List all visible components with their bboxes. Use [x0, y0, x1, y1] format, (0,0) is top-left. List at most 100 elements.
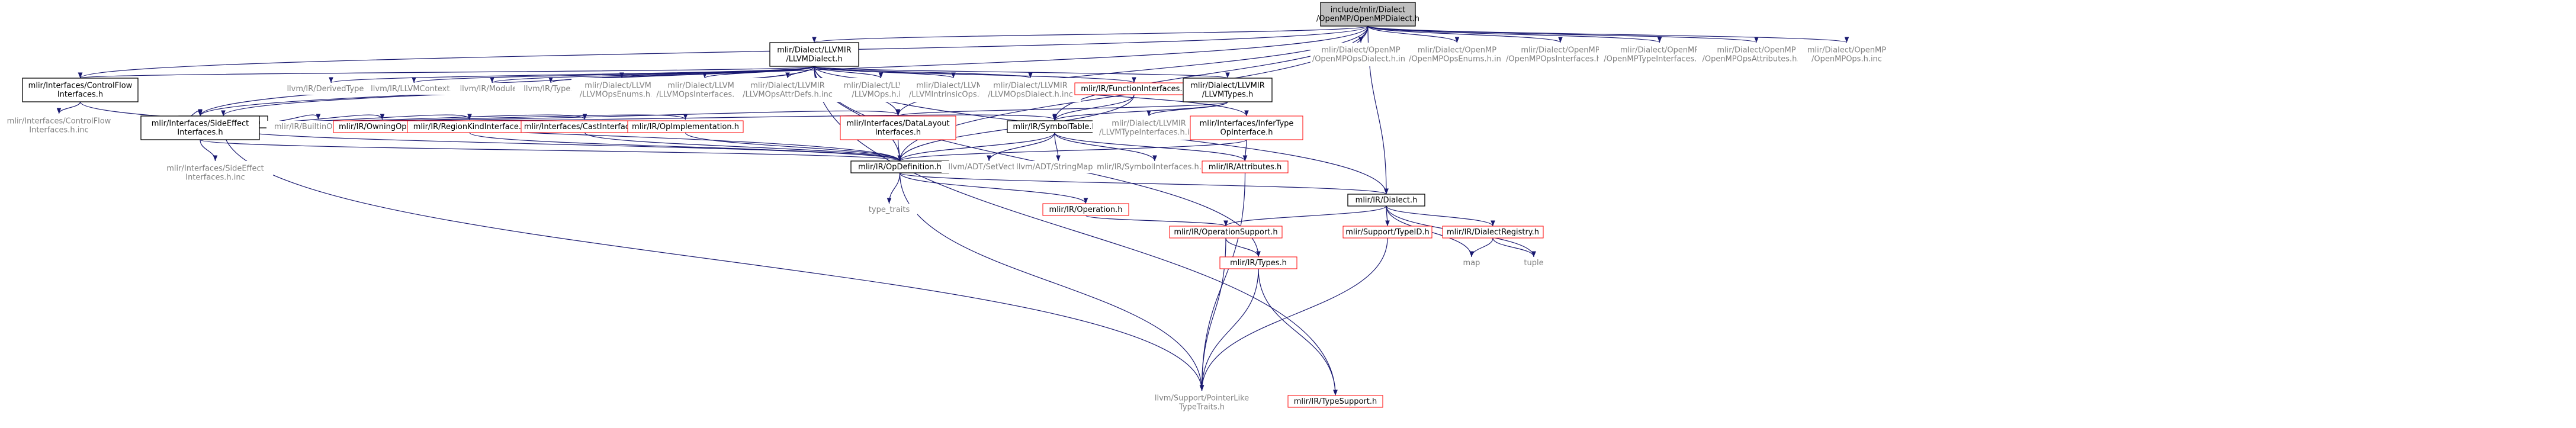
node-ompops[interactable]: mlir/Dialect/OpenMP/OpenMPOps.h.inc: [1798, 43, 1896, 66]
node-ompdialect_inc-label-line-0: mlir/Dialect/OpenMP: [1321, 46, 1400, 55]
node-irmodule[interactable]: llvm/IR/Module.h: [451, 83, 534, 95]
edge-typeid-to-pointerlike: [1199, 237, 1388, 391]
edge-opdefinition-to-typetraits: [886, 172, 901, 204]
node-typeid[interactable]: mlir/Support/TypeID.h: [1342, 226, 1432, 239]
node-llvmtypes-label-line-0: mlir/Dialect/LLVMIR: [1190, 82, 1264, 91]
edge-symboltable-to-symbolifaces: [1054, 132, 1157, 162]
node-sideeffect_inc-label-line-1: Interfaces.h.inc: [185, 173, 245, 182]
node-owningopref[interactable]: mlir/IR/OwningOpRef.h: [333, 120, 432, 133]
node-sideeffect_inc-box: [158, 161, 273, 185]
node-ompdialect_inc[interactable]: mlir/Dialect/OpenMP/OpenMPOpsDialect.h.i…: [1311, 43, 1411, 66]
node-opdefinition[interactable]: mlir/IR/OpDefinition.h: [850, 160, 949, 173]
node-iroperation-label-line-0: mlir/IR/Operation.h: [1049, 205, 1123, 214]
node-llvmattrdefs[interactable]: mlir/Dialect/LLVMIR/LLVMOpsAttrDefs.h.in…: [734, 78, 841, 102]
node-llvmops_inc-label-line-1: /LLVMOps.h.inc: [852, 91, 910, 99]
node-llvmtypes[interactable]: mlir/Dialect/LLVMIR/LLVMTypes.h: [1183, 78, 1273, 102]
node-llvmopsdialect[interactable]: mlir/Dialect/LLVMIR/LLVMOpsDialect.h.inc: [980, 78, 1081, 102]
node-llvmintrinsic-label-line-0: mlir/Dialect/LLVMIR: [916, 82, 990, 91]
node-symboltable[interactable]: mlir/IR/SymbolTable.h: [1007, 120, 1103, 133]
node-llvmdialect-label-line-1: /LLVMDialect.h: [786, 55, 842, 64]
node-tuple-label-line-0: tuple: [1524, 259, 1543, 268]
edge-sideeffect-to-opdefinition: [200, 139, 902, 162]
node-infertype-label-line-1: OpInterface.h: [1220, 128, 1273, 137]
node-iroperation[interactable]: mlir/IR/Operation.h: [1042, 203, 1129, 216]
node-iroperation-box: [1042, 203, 1129, 216]
edge-symboltable-to-stringmap: [1054, 132, 1061, 162]
edge-root-to-ompenums: [1367, 25, 1460, 43]
node-functionifaces[interactable]: mlir/IR/FunctionInterfaces.h: [1074, 82, 1194, 95]
edge-opdefinition-to-irdialect: [899, 172, 1389, 195]
node-ompenums-box: [1405, 43, 1509, 66]
edge-root-to-llvmdialect: [812, 25, 1369, 43]
edge-infertype-to-opdefinition: [897, 139, 1247, 162]
node-omptypeifaces-label-line-1: /OpenMPTypeInterfaces.h.inc: [1604, 55, 1716, 64]
edge-symboltable-to-opdefinition: [897, 132, 1055, 162]
edge-root-to-ompops: [1367, 25, 1849, 43]
node-ompifaces-label-line-1: /OpenMPOpsInterfaces.h.inc: [1506, 55, 1615, 64]
edge-opsupport-to-irtypes: [1225, 237, 1261, 258]
node-ompops-box: [1798, 43, 1896, 66]
edge-functionifaces-to-symboltable: [1052, 94, 1135, 121]
node-dialectregistry-label-line-0: mlir/IR/DialectRegistry.h: [1447, 228, 1539, 237]
node-llvmtypeifaces-label-line-1: /LLVMTypeInterfaces.h.inc: [1099, 128, 1199, 137]
node-omptypeifaces-label-line-0: mlir/Dialect/OpenMP: [1620, 46, 1699, 55]
node-dialectregistry[interactable]: mlir/IR/DialectRegistry.h: [1442, 226, 1544, 239]
node-derivedtypes-label-line-0: llvm/IR/DerivedTypes.h: [287, 85, 375, 94]
node-sideeffect-box: [140, 115, 260, 140]
node-setvector-box: [942, 161, 1036, 173]
node-derivedtypes[interactable]: llvm/IR/DerivedTypes.h: [281, 83, 381, 95]
node-stringmap[interactable]: llvm/ADT/StringMap.h: [1014, 161, 1103, 173]
node-irtypes[interactable]: mlir/IR/Types.h: [1219, 256, 1297, 269]
node-typetraits-label-line-0: type_traits: [869, 205, 910, 214]
node-llvmdialect-box: [769, 42, 859, 67]
node-root-label-line-1: /OpenMP/OpenMPDialect.h: [1316, 15, 1419, 24]
node-irtypes-box: [1219, 256, 1297, 269]
edge-root-to-ompattrs: [1367, 25, 1759, 43]
node-castifaces[interactable]: mlir/Interfaces/CastInterfaces.h: [521, 120, 649, 133]
node-regionkind[interactable]: mlir/IR/RegionKindInterface.h: [407, 120, 532, 133]
node-llvmattrdefs-box: [734, 78, 841, 102]
node-irattrs[interactable]: mlir/IR/Attributes.h: [1202, 160, 1289, 173]
node-symboltable-label-line-0: mlir/IR/SymbolTable.h: [1013, 123, 1096, 131]
edge-dialectregistry-to-tuple: [1492, 237, 1536, 258]
node-opsupport[interactable]: mlir/IR/OperationSupport.h: [1169, 226, 1283, 239]
node-controlflow_inc[interactable]: mlir/Interfaces/ControlFlowInterfaces.h.…: [1, 114, 117, 137]
node-irdialect-box: [1347, 194, 1425, 207]
node-sideeffect_inc[interactable]: mlir/Interfaces/SideEffectInterfaces.h.i…: [158, 161, 273, 185]
node-irtype[interactable]: llvm/IR/Type.h: [515, 83, 586, 95]
edge-castifaces-to-opdefinition: [584, 132, 902, 162]
node-infertype-label-line-0: mlir/Interfaces/InferType: [1200, 120, 1294, 128]
node-typesupport[interactable]: mlir/IR/TypeSupport.h: [1287, 395, 1383, 408]
node-ompenums-label-line-1: /OpenMPOpsEnums.h.inc: [1409, 55, 1505, 64]
edge-controlflow-to-controlflow_inc: [56, 101, 81, 114]
node-llvmdialect[interactable]: mlir/Dialect/LLVMIR/LLVMDialect.h: [769, 42, 859, 67]
node-llvmcontext[interactable]: llvm/IR/LLVMContext.h: [364, 83, 464, 95]
node-llvmtypeifaces[interactable]: mlir/Dialect/LLVMIR/LLVMTypeInterfaces.h…: [1093, 116, 1205, 140]
node-llvmopsdialect-label-line-0: mlir/Dialect/LLVMIR: [993, 82, 1067, 91]
edge-irdialect-to-opsupport: [1223, 205, 1387, 227]
node-tuple[interactable]: tuple: [1516, 257, 1552, 269]
node-ompdialect_inc-label-line-1: /OpenMPOpsDialect.h.inc: [1312, 55, 1409, 64]
node-owningopref-label-line-0: mlir/IR/OwningOpRef.h: [339, 123, 426, 131]
edge-llvmdialect-to-functionifaces: [814, 66, 1136, 83]
node-opimpl[interactable]: mlir/IR/OpImplementation.h: [627, 120, 744, 133]
node-root[interactable]: include/mlir/Dialect/OpenMP/OpenMPDialec…: [1316, 2, 1419, 27]
node-datalayout-box: [840, 115, 956, 140]
node-tuple-box: [1516, 257, 1552, 269]
node-setvector[interactable]: llvm/ADT/SetVector.h: [942, 161, 1036, 173]
node-llvmtypes-label-line-1: /LLVMTypes.h: [1202, 91, 1254, 99]
edge-llvmdialect-to-controlflow: [78, 66, 815, 79]
node-irdialect[interactable]: mlir/IR/Dialect.h: [1347, 194, 1425, 207]
node-symbolifaces[interactable]: mlir/IR/SymbolInterfaces.h.inc: [1093, 161, 1217, 173]
node-map[interactable]: map: [1454, 257, 1489, 269]
node-ompenums[interactable]: mlir/Dialect/OpenMP/OpenMPOpsEnums.h.inc: [1405, 43, 1509, 66]
node-ompattrs[interactable]: mlir/Dialect/OpenMP/OpenMPOpsAttributes.…: [1697, 43, 1816, 66]
node-llvmtypeifaces-box: [1093, 116, 1205, 140]
node-typetraits[interactable]: type_traits: [861, 204, 917, 215]
node-sideeffect-label-line-0: mlir/Interfaces/SideEffect: [152, 120, 249, 128]
